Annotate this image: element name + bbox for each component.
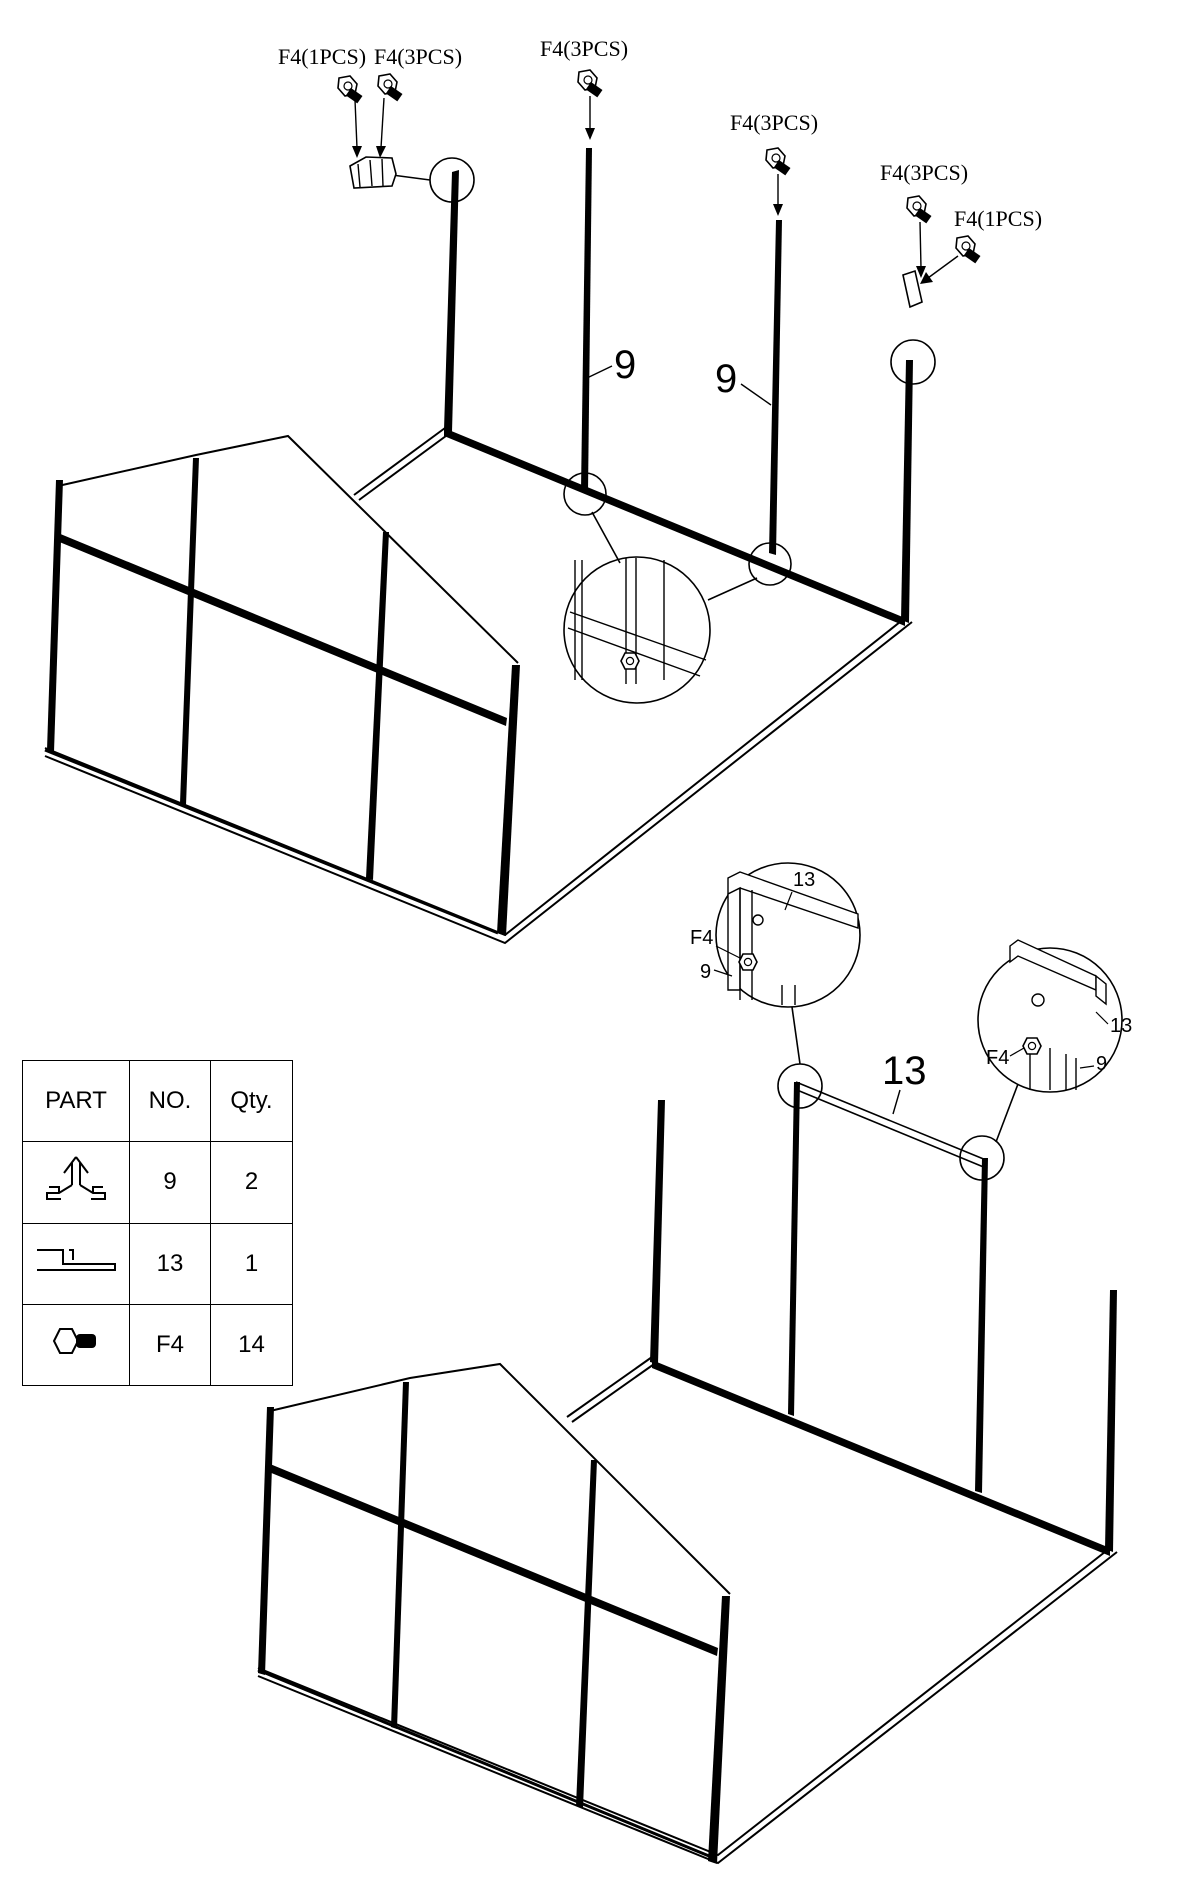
beam-profile-icon bbox=[37, 1249, 116, 1272]
post-label: 9 bbox=[715, 357, 737, 401]
part-cell bbox=[22, 1303, 130, 1387]
detail-bolt-label: F4 bbox=[986, 1047, 1009, 1069]
bottom-back-rail bbox=[652, 1360, 1110, 1556]
bottom-gable-wall bbox=[257, 1362, 731, 1864]
part-qty-cell: 14 bbox=[210, 1303, 293, 1387]
bottom-callout-labels: 13 13 F4 9 13 F4 9 bbox=[690, 869, 1132, 1115]
part-qty-cell: 2 bbox=[210, 1141, 293, 1224]
top-callout-labels: F4(1PCS) F4(3PCS) F4(3PCS) F4(3PCS) F4(3… bbox=[278, 36, 1042, 406]
detail-post-label: 9 bbox=[700, 961, 711, 983]
bottom-floor-frame bbox=[257, 1356, 1118, 1865]
post-label: 9 bbox=[614, 343, 636, 387]
detail-left bbox=[727, 871, 859, 1005]
callout-f4-1pcs: F4(1PCS) bbox=[278, 44, 366, 69]
gusset-plate-icon bbox=[902, 269, 923, 309]
bottom-joint-markers bbox=[715, 862, 1123, 1181]
part-cell bbox=[22, 1141, 130, 1224]
part-no-cell: 9 bbox=[129, 1141, 211, 1224]
top-joint-detail bbox=[567, 558, 707, 684]
corner-bracket-icon bbox=[349, 156, 397, 189]
top-floor-frame bbox=[44, 427, 913, 945]
top-fasteners bbox=[337, 69, 982, 309]
part-no-cell: 13 bbox=[129, 1222, 211, 1305]
part-qty-cell: 1 bbox=[210, 1222, 293, 1305]
top-rear-posts bbox=[444, 148, 913, 623]
header-part: PART bbox=[22, 1059, 130, 1143]
top-gable-wall bbox=[44, 434, 520, 936]
bottom-rear-posts bbox=[650, 1082, 1117, 1552]
callout-f4-3pcs: F4(3PCS) bbox=[880, 160, 968, 185]
callout-f4-3pcs: F4(3PCS) bbox=[730, 110, 818, 135]
header-no: NO. bbox=[129, 1059, 211, 1143]
beam-label: 13 bbox=[882, 1049, 927, 1093]
top-back-rail bbox=[444, 428, 905, 626]
detail-right bbox=[1009, 939, 1107, 1090]
detail-post-label: 9 bbox=[1096, 1053, 1107, 1075]
top-joint-markers bbox=[391, 157, 936, 704]
part-no-cell: F4 bbox=[129, 1303, 211, 1387]
post-profile-icon bbox=[46, 1156, 106, 1200]
header-qty: Qty. bbox=[210, 1059, 293, 1143]
beam-13 bbox=[795, 1081, 987, 1169]
callout-f4-3pcs: F4(3PCS) bbox=[540, 36, 628, 61]
table-row: 13 1 bbox=[22, 1222, 293, 1305]
detail-beam-label: 13 bbox=[1110, 1015, 1132, 1037]
table-row: 9 2 bbox=[22, 1141, 293, 1224]
detail-beam-label: 13 bbox=[793, 869, 815, 891]
callout-f4-1pcs: F4(1PCS) bbox=[954, 206, 1042, 231]
parts-table-header-row: PART NO. Qty. bbox=[22, 1059, 293, 1143]
top-assembly: F4(1PCS) F4(3PCS) F4(3PCS) F4(3PCS) F4(3… bbox=[44, 36, 1042, 945]
parts-table: PART NO. Qty. 9 2 bbox=[22, 1059, 293, 1387]
table-row: F4 14 bbox=[22, 1303, 293, 1387]
callout-f4-3pcs: F4(3PCS) bbox=[374, 44, 462, 69]
bottom-assembly: 13 13 F4 9 13 F4 9 bbox=[257, 862, 1132, 1865]
part-cell bbox=[22, 1222, 130, 1305]
bolt-icon bbox=[52, 1328, 96, 1355]
detail-bolt-label: F4 bbox=[690, 927, 713, 949]
